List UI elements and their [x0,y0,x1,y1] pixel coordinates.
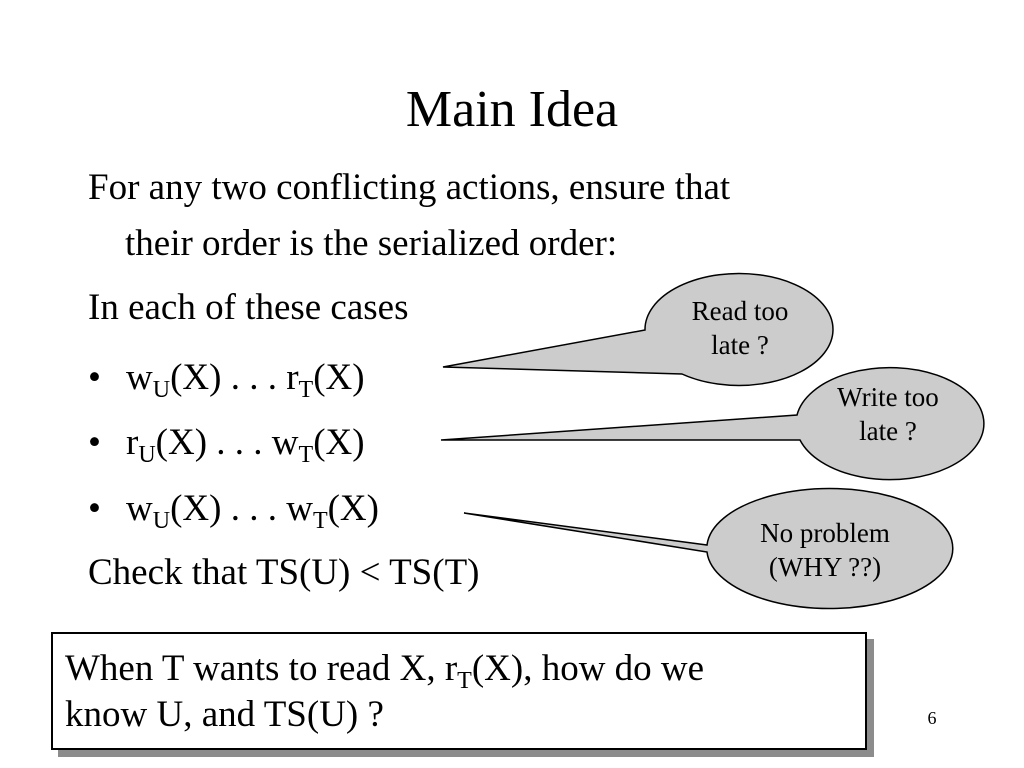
callout-bubble-no-problem [463,487,954,610]
case-mid: (X) . . . [155,422,272,463]
case-item: •wU(X) . . . wT(X) [88,487,379,534]
case-sub1: U [138,442,156,468]
case-sub2: T [312,508,328,534]
question-line-1: When T wants to read X, rT(X), how do we [65,646,865,694]
intro-line-1: For any two conflicting actions, ensure … [88,167,731,208]
question-part2: (X), how do we [471,648,705,689]
case-sub1: U [152,377,171,403]
case-end: (X) [313,357,365,398]
callout-no-problem: No problem (WHY ??) [735,516,915,584]
case-op2: w [286,488,313,529]
bullet-symbol: • [88,422,101,463]
case-item: • rU(X) . . . wT(X) [88,421,365,468]
question-line-2: know U, and TS(U) ? [65,694,384,735]
callout-text-line: (WHY ??) [768,552,882,582]
callout-write-too-late: Write too late ? [803,380,973,448]
slide-title: Main Idea [405,81,619,138]
case-op1: w [126,357,153,398]
question-part1: When T wants to read X, r [65,648,458,689]
case-mid: (X) . . . [170,488,287,529]
intro-line-2: their order is the serialized order: [125,223,618,264]
case-sub1: U [152,508,171,534]
page-number: 6 [927,708,937,728]
case-item: • wU(X) . . . rT(X) [88,356,365,403]
callout-bubble-write-too-late [440,366,985,481]
callout-read-too-late: Read too late ? [657,294,823,362]
check-line: Check that TS(U) < TS(T) [88,552,480,593]
case-end: (X) [327,488,379,529]
callout-text-line: No problem [760,518,890,548]
callout-text-line: late ? [711,330,769,360]
callout-text-line: late ? [859,416,917,446]
callout-bubble-read-too-late [442,272,834,387]
case-op2: w [271,422,299,463]
case-op1: r [126,422,139,463]
callout-text-line: Write too [837,382,939,412]
callout-text-line: Read too [691,296,789,326]
bullet-symbol: • [88,488,101,529]
case-sub2: T [298,377,314,403]
bullet-symbol: • [88,357,101,398]
cases-heading: In each of these cases [88,287,409,328]
question-box: When T wants to read X, rT(X), how do we… [51,632,867,750]
case-sub2: T [298,442,314,468]
case-end: (X) [313,422,365,463]
case-op1: w [126,488,153,529]
case-op2: r [286,357,299,398]
question-sub: T [457,668,472,694]
case-mid: (X) . . . [170,357,287,398]
